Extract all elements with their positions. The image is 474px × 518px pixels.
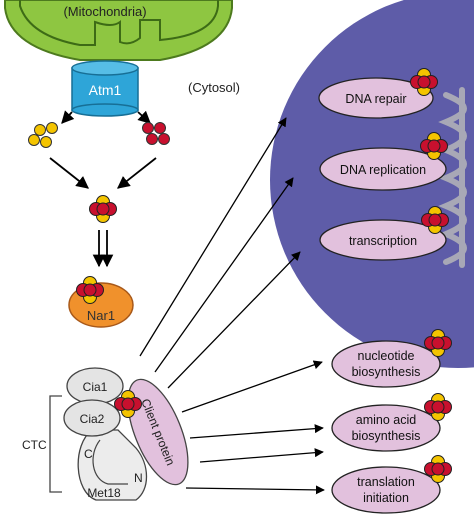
n-terminus-label: N xyxy=(134,471,143,485)
cia2-label: Cia2 xyxy=(80,412,105,426)
sulfur-pool xyxy=(28,122,58,148)
nuclear-process-dna-replication: DNA replication xyxy=(319,132,448,191)
process-label-line1: translation xyxy=(357,475,415,489)
process-label-line2: biosynthesis xyxy=(352,429,421,443)
process-label-line2: biosynthesis xyxy=(352,365,421,379)
cytosolic-process-nucleotide-biosynthesis: nucleotide biosynthesis xyxy=(331,329,452,388)
iron-to-cluster-arrow xyxy=(117,157,157,189)
ctc-bracket xyxy=(49,395,62,493)
c-terminus-label: C xyxy=(84,447,93,461)
target-arrows xyxy=(139,117,325,495)
atm1-label: Atm1 xyxy=(89,82,122,98)
process-label-line1: amino acid xyxy=(356,413,416,427)
process-label-line2: initiation xyxy=(363,491,409,505)
cytosolic-process-translation-initiation: translation initiation xyxy=(331,455,452,514)
client-protein xyxy=(127,378,189,486)
cytosol-label: (Cytosol) xyxy=(188,80,240,95)
nuclear-process-dna-repair: DNA repair xyxy=(318,68,438,119)
dna-helix xyxy=(438,87,467,268)
atm1-export-arrow-2 xyxy=(137,110,151,124)
process-label: transcription xyxy=(349,234,417,248)
ctc-complex xyxy=(63,367,189,501)
met18-label: Met18 xyxy=(87,486,121,500)
cia1-label: Cia1 xyxy=(83,380,108,394)
process-label: DNA repair xyxy=(345,92,406,106)
process-label-line1: nucleotide xyxy=(358,349,415,363)
cytosolic-process-amino-acid-biosynthesis: amino acid biosynthesis xyxy=(331,393,452,452)
nuclear-process-transcription: transcription xyxy=(319,206,449,261)
process-label: DNA replication xyxy=(340,163,426,177)
mitochondrion xyxy=(4,0,233,61)
mitochondria-label: (Mitochondria) xyxy=(63,4,146,19)
nar1-label: Nar1 xyxy=(87,308,115,323)
fe-s-cluster-icon xyxy=(89,195,117,223)
atm1-export-arrow xyxy=(61,110,75,124)
iron-pool xyxy=(142,122,170,145)
cia2-protein xyxy=(63,399,121,437)
ctc-label: CTC xyxy=(22,438,47,452)
atm1-transporter xyxy=(71,60,139,117)
sulfur-to-cluster-arrow xyxy=(49,157,89,189)
